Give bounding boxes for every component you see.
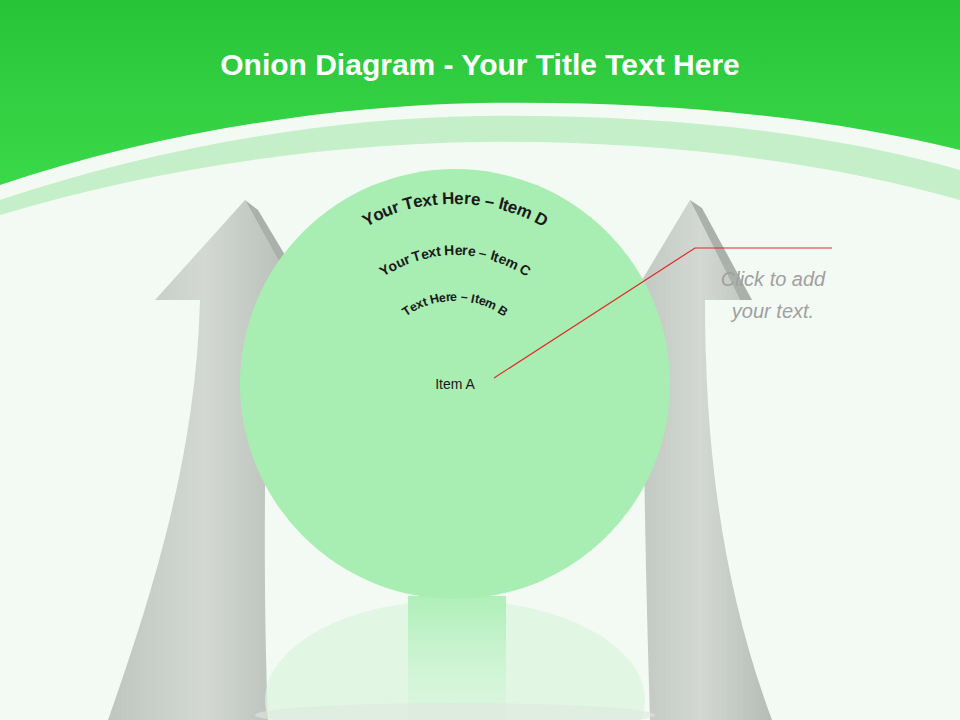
slide-title: Onion Diagram - Your Title Text Here [0,48,960,82]
header-bar [0,0,960,185]
reflection-stem [408,596,506,720]
callout-text: Click to add your text. [703,263,843,327]
core-label: Item A [394,323,516,445]
circle-fill [240,169,670,599]
core-circle: Item A [394,323,516,445]
floor-shadow [255,703,655,720]
onion-ring: Item AText Here – Item BYour Text Here –… [240,169,670,599]
